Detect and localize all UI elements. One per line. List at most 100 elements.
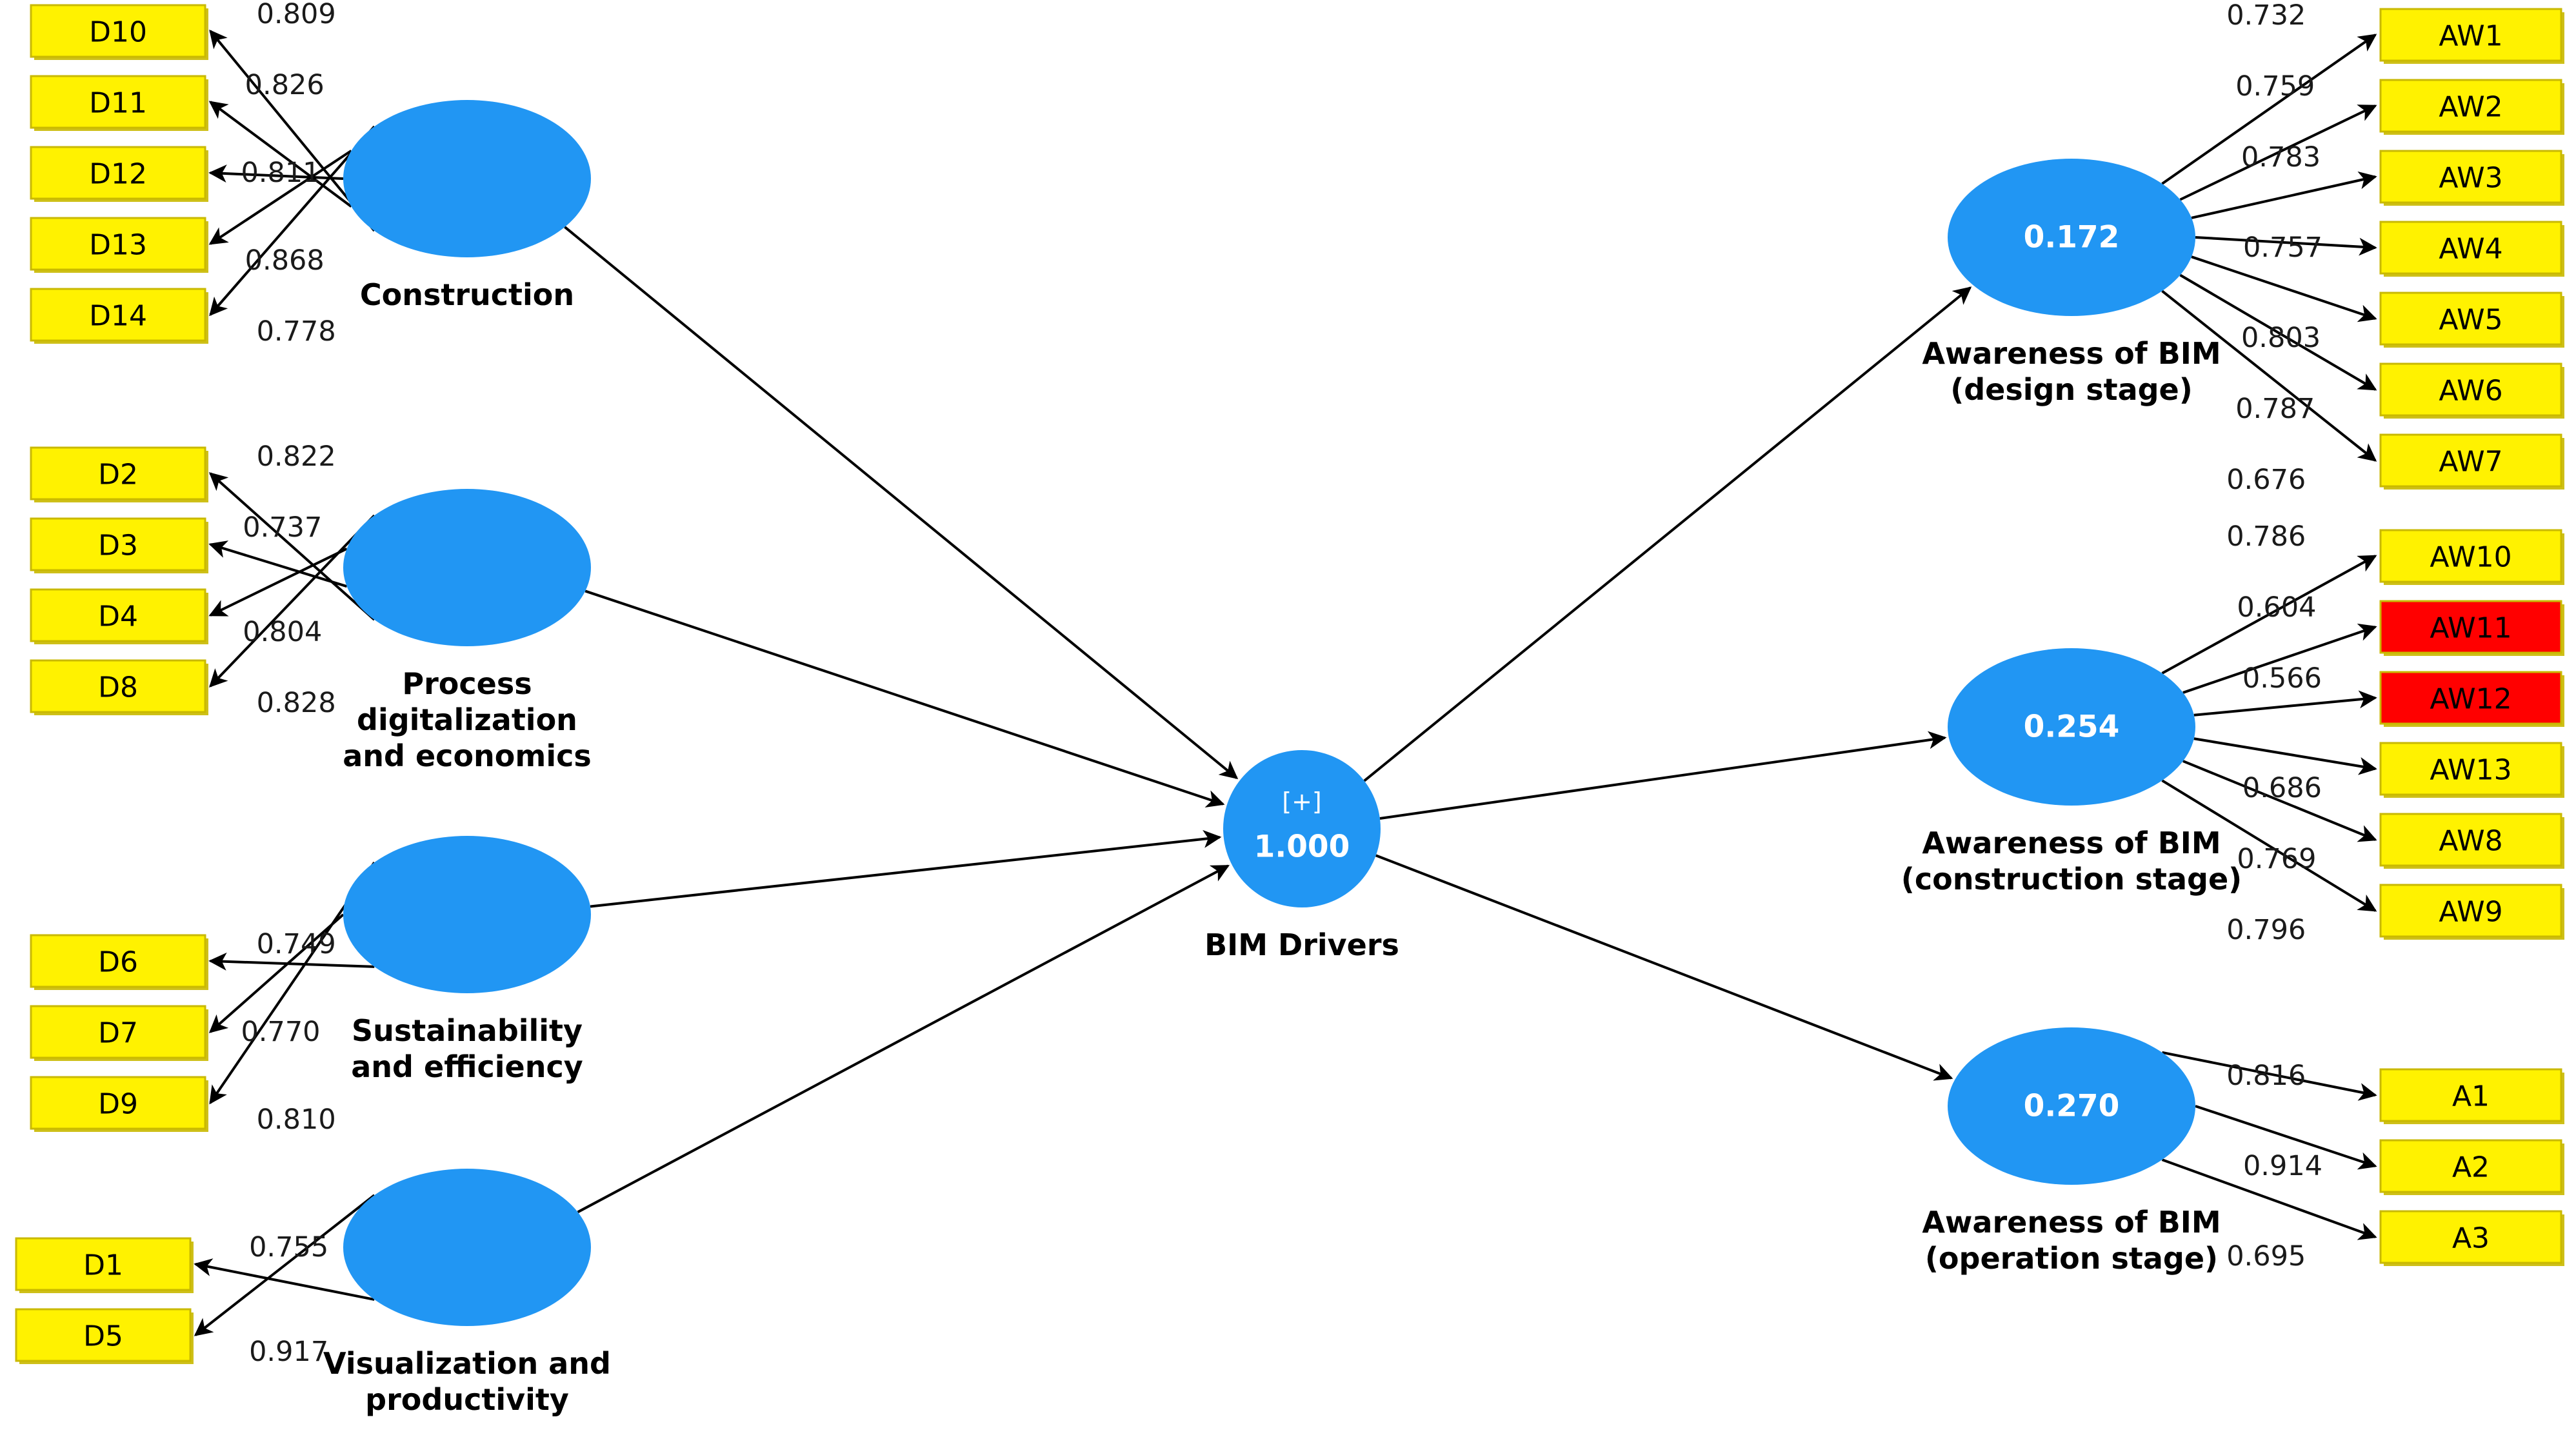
construct-ellipse[interactable] bbox=[343, 836, 591, 993]
indicator-box[interactable] bbox=[30, 217, 206, 271]
indicator-AW4[interactable]: AW4 bbox=[2379, 221, 2564, 277]
indicator-D11[interactable]: D11 bbox=[30, 75, 208, 131]
indicator-box[interactable] bbox=[2379, 884, 2562, 938]
indicator-box[interactable] bbox=[2379, 362, 2562, 417]
indicator-box[interactable] bbox=[30, 146, 206, 200]
indicator-box[interactable] bbox=[30, 288, 206, 342]
construct-ellipse[interactable] bbox=[1223, 750, 1381, 907]
indicator-label: D11 bbox=[89, 87, 147, 120]
indicator-label: AW13 bbox=[2430, 754, 2511, 787]
indicator-box[interactable] bbox=[2379, 1139, 2562, 1193]
indicator-box[interactable] bbox=[30, 1005, 206, 1059]
structural-path-process bbox=[584, 589, 1225, 808]
indicator-D4[interactable]: D4 bbox=[30, 588, 208, 644]
indicator-AW3[interactable]: AW3 bbox=[2379, 150, 2564, 206]
indicator-AW9[interactable]: AW9 bbox=[2379, 884, 2564, 940]
indicator-box[interactable] bbox=[2379, 221, 2562, 275]
indicator-box[interactable] bbox=[30, 446, 206, 500]
loading-label: 0.810 bbox=[257, 1104, 336, 1136]
indicator-box[interactable] bbox=[2379, 8, 2562, 62]
construct-construction[interactable]: Construction bbox=[343, 100, 591, 312]
loading-arrow-AW8 bbox=[2182, 760, 2377, 842]
construct-ellipse[interactable] bbox=[343, 489, 591, 646]
indicator-label: D10 bbox=[89, 16, 147, 49]
loading-arrow-AW10 bbox=[2161, 555, 2377, 675]
indicator-D13[interactable]: D13 bbox=[30, 217, 208, 273]
indicator-D8[interactable]: D8 bbox=[30, 659, 208, 715]
indicator-D14[interactable]: D14 bbox=[30, 288, 208, 344]
structural-path-operation bbox=[1375, 854, 1953, 1081]
construct-ellipse[interactable] bbox=[343, 100, 591, 257]
indicator-box[interactable] bbox=[2379, 742, 2562, 796]
indicator-AW8[interactable]: AW8 bbox=[2379, 813, 2564, 869]
indicator-A2[interactable]: A2 bbox=[2379, 1139, 2564, 1195]
indicator-box[interactable] bbox=[30, 75, 206, 129]
indicator-D5[interactable]: D5 bbox=[15, 1308, 194, 1364]
indicator-box[interactable] bbox=[15, 1308, 192, 1362]
indicator-AW2[interactable]: AW2 bbox=[2379, 79, 2564, 135]
construct-ellipse[interactable] bbox=[1948, 159, 2195, 316]
indicator-box[interactable] bbox=[2379, 671, 2562, 725]
indicator-box[interactable] bbox=[2379, 1210, 2562, 1264]
indicator-label: AW2 bbox=[2439, 91, 2502, 124]
indicator-AW10[interactable]: AW10 bbox=[2379, 529, 2564, 585]
indicator-D6[interactable]: D6 bbox=[30, 934, 208, 990]
construct-ellipse[interactable] bbox=[343, 1169, 591, 1326]
indicator-D10[interactable]: D10 bbox=[30, 4, 208, 60]
loading-arrow-AW6 bbox=[2179, 273, 2377, 391]
indicator-AW5[interactable]: AW5 bbox=[2379, 292, 2564, 348]
indicator-D1[interactable]: D1 bbox=[15, 1237, 194, 1293]
indicator-D3[interactable]: D3 bbox=[30, 517, 208, 573]
indicator-AW11[interactable]: AW11 bbox=[2379, 600, 2564, 656]
indicator-box[interactable] bbox=[2379, 433, 2562, 488]
indicator-AW13[interactable]: AW13 bbox=[2379, 742, 2564, 798]
construct-ellipse[interactable] bbox=[1948, 648, 2195, 806]
indicator-AW6[interactable]: AW6 bbox=[2379, 362, 2564, 419]
indicator-box[interactable] bbox=[2379, 292, 2562, 346]
indicator-box[interactable] bbox=[30, 517, 206, 571]
expand-badge[interactable]: [+] bbox=[1282, 787, 1322, 816]
indicator-label: A3 bbox=[2452, 1222, 2490, 1255]
indicator-AW1[interactable]: AW1 bbox=[2379, 8, 2564, 64]
indicator-D2[interactable]: D2 bbox=[30, 446, 208, 502]
loading-label: 0.759 bbox=[2235, 70, 2315, 103]
indicator-box[interactable] bbox=[30, 1076, 206, 1130]
construct-value: 1.000 bbox=[1254, 829, 1350, 865]
indicator-A1[interactable]: A1 bbox=[2379, 1068, 2564, 1124]
loading-label: 0.917 bbox=[249, 1336, 328, 1368]
construct-label: (operation stage) bbox=[1925, 1241, 2218, 1276]
loading-arrow-AW11 bbox=[2182, 623, 2377, 694]
indicator-D12[interactable]: D12 bbox=[30, 146, 208, 202]
indicator-box[interactable] bbox=[30, 934, 206, 988]
indicator-AW12[interactable]: AW12 bbox=[2379, 671, 2564, 727]
loading-label: 0.868 bbox=[245, 244, 324, 277]
indicator-box[interactable] bbox=[2379, 600, 2562, 654]
indicator-box[interactable] bbox=[15, 1237, 192, 1291]
loading-arrow-AW12 bbox=[2193, 690, 2377, 717]
construct-ellipse[interactable] bbox=[1948, 1027, 2195, 1185]
indicator-box[interactable] bbox=[2379, 150, 2562, 204]
indicator-box[interactable] bbox=[2379, 79, 2562, 133]
construct-value: 0.254 bbox=[2024, 709, 2120, 745]
indicator-box[interactable] bbox=[30, 4, 206, 58]
indicator-D7[interactable]: D7 bbox=[30, 1005, 208, 1061]
indicator-D9[interactable]: D9 bbox=[30, 1076, 208, 1132]
indicator-AW7[interactable]: AW7 bbox=[2379, 433, 2564, 490]
indicator-label: D1 bbox=[83, 1249, 123, 1282]
indicator-box[interactable] bbox=[2379, 1068, 2562, 1122]
indicator-box[interactable] bbox=[2379, 529, 2562, 583]
indicator-A3[interactable]: A3 bbox=[2379, 1210, 2564, 1266]
indicator-label: AW5 bbox=[2439, 304, 2502, 337]
indicator-box[interactable] bbox=[30, 588, 206, 642]
indicator-label: D14 bbox=[89, 300, 147, 333]
indicator-box[interactable] bbox=[30, 659, 206, 713]
indicator-box[interactable] bbox=[2379, 813, 2562, 867]
